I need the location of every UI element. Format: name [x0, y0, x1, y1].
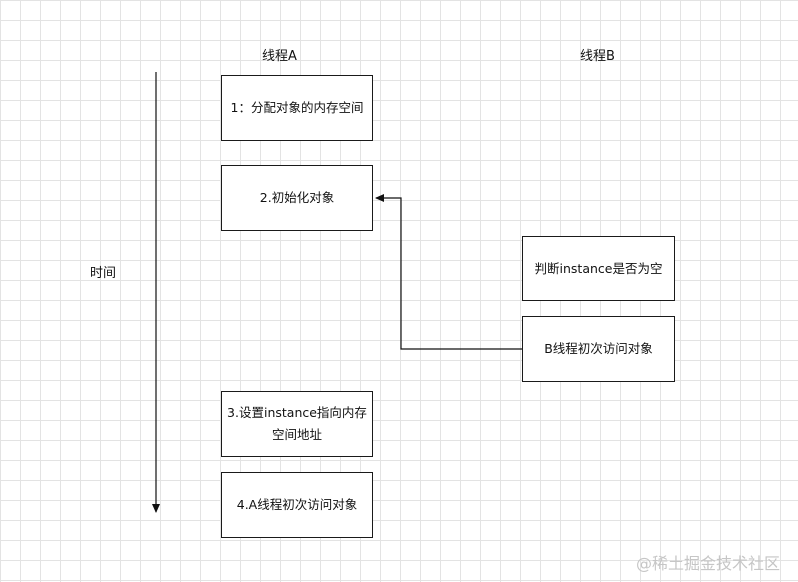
time-axis-label: 时间: [90, 266, 117, 281]
step-set-instance-pointer[interactable]: 3.设置instance指向内存 空间地址: [221, 391, 373, 457]
step-check-instance-null-text: 判断instance是否为空: [534, 260, 663, 276]
step-initialize-object-text: 2.初始化对象: [259, 190, 335, 205]
step-b-first-access-text: B线程初次访问对象: [544, 341, 653, 356]
step-set-instance-pointer-line1: 3.设置instance指向内存: [227, 405, 367, 420]
lane-title-thread-b: 线程B: [580, 49, 615, 64]
step-allocate-memory[interactable]: 1：分配对象的内存空间: [221, 75, 373, 141]
b-to-a-init-connector: [375, 194, 522, 350]
watermark: @稀土掘金技术社区: [635, 554, 780, 573]
step-a-first-access-text: 4.A线程初次访问对象: [236, 497, 358, 512]
lane-title-thread-a: 线程A: [262, 49, 297, 64]
step-b-first-access[interactable]: B线程初次访问对象: [522, 316, 675, 382]
step-initialize-object[interactable]: 2.初始化对象: [221, 165, 373, 231]
step-a-first-access[interactable]: 4.A线程初次访问对象: [221, 472, 373, 538]
step-check-instance-null[interactable]: 判断instance是否为空: [522, 236, 675, 301]
step-allocate-memory-text: 1：分配对象的内存空间: [230, 100, 364, 115]
step-set-instance-pointer-line2: 空间地址: [271, 427, 322, 442]
